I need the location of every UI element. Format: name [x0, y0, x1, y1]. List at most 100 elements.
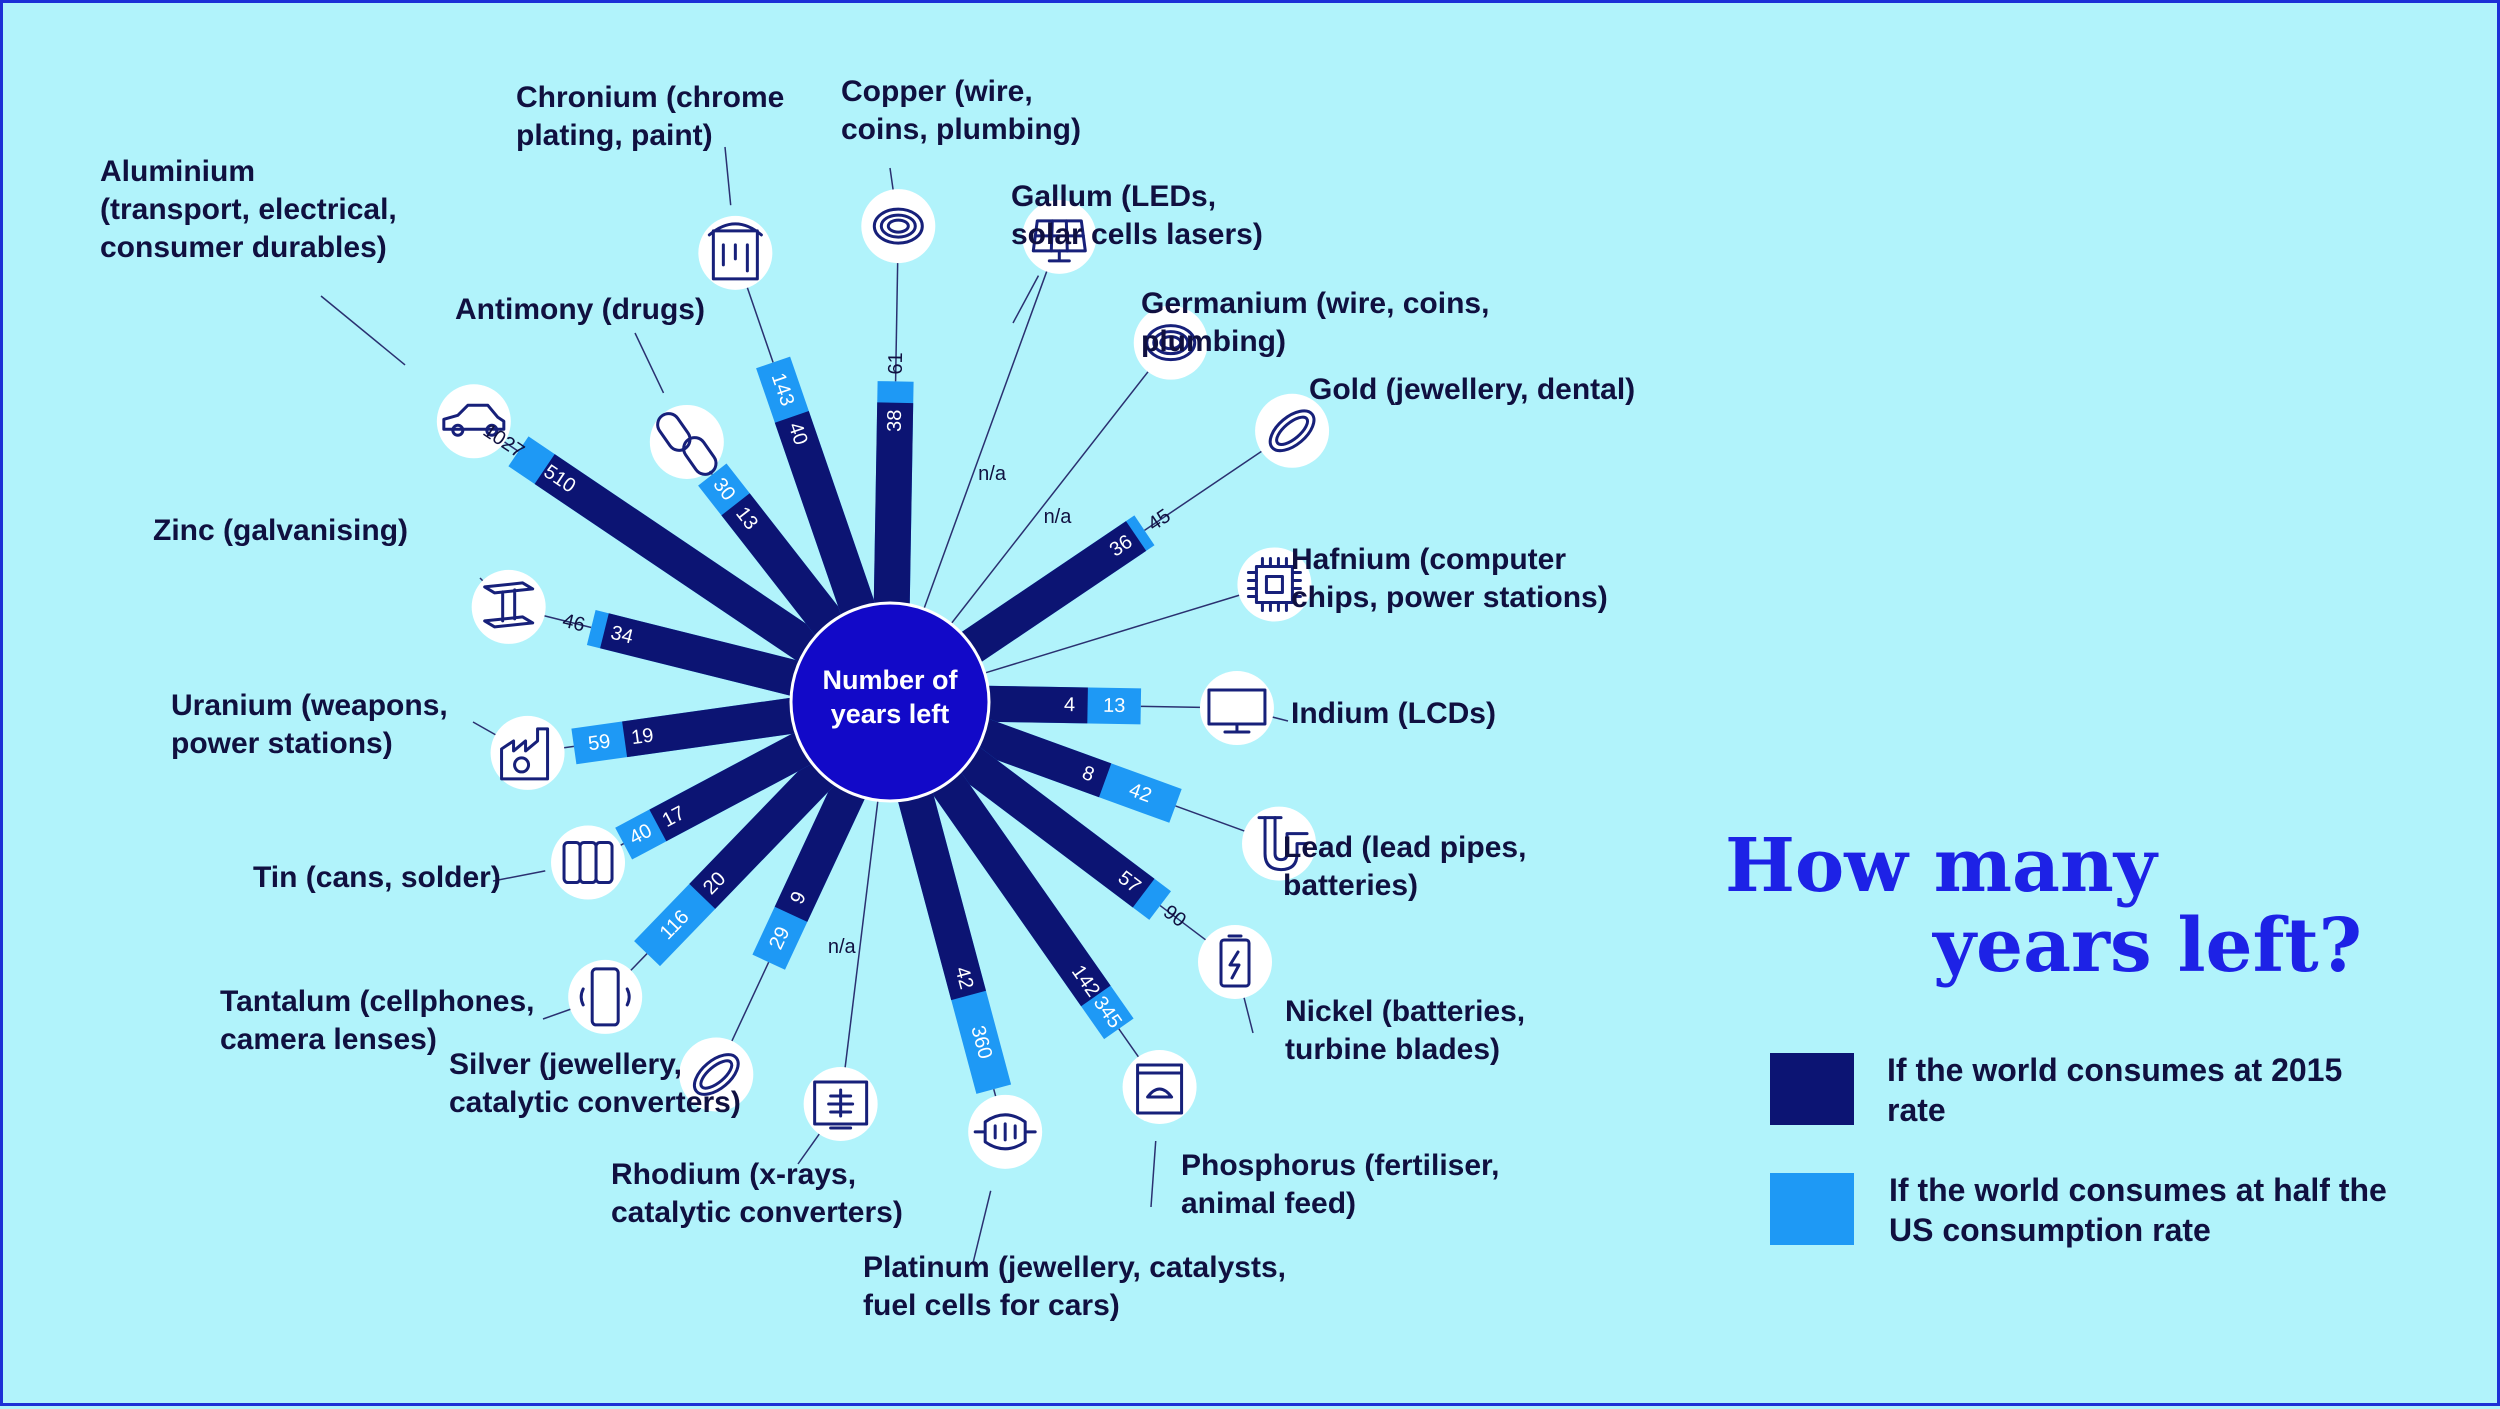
label-leader-platinum	[972, 1190, 992, 1264]
value-half-us-copper: 61	[885, 352, 907, 375]
icon-bg-indium	[1199, 671, 1274, 746]
ring-icon	[1268, 409, 1316, 453]
bar-2015-indium	[984, 685, 1088, 724]
bar-2015-platinum	[897, 789, 986, 1001]
battery-icon	[1219, 934, 1251, 988]
leader-uranium	[563, 745, 575, 749]
value-half-us-indium: 13	[1103, 695, 1126, 717]
icon-bg-copper	[861, 189, 936, 264]
bar-2015-phosphorus	[929, 769, 1111, 1007]
label-platinum: Platinum (jewellery, catalysts,fuel cell…	[863, 1251, 1286, 1322]
steel-beam-icon	[483, 581, 535, 629]
leader-phosphorus	[1118, 1028, 1140, 1058]
label-leader-rhodium	[797, 1130, 823, 1165]
label-aluminium: Aluminium(transport, electrical,consumer…	[100, 155, 397, 264]
label-leader-gallum	[1012, 275, 1040, 324]
catalyst-icon	[973, 1113, 1037, 1151]
bar-2015-copper	[873, 402, 914, 608]
ring-icon	[692, 1053, 740, 1096]
legend-swatch-2015	[1770, 1053, 1854, 1125]
leader-indium	[1140, 705, 1201, 709]
bar-2015-chronium	[774, 411, 877, 618]
bar-2015-silver	[774, 780, 867, 922]
leader-copper	[894, 262, 899, 382]
label-leader-aluminium	[320, 295, 406, 366]
legend-label-2015: If the world consumes at 2015 rate	[1887, 1052, 2343, 1128]
label-leader-nickel	[1242, 993, 1254, 1034]
bar-2015-nickel	[955, 744, 1155, 908]
icon-bg-tin	[551, 825, 626, 900]
cans-icon	[562, 841, 614, 885]
label-rhodium: Rhodium (x-rays,catalytic converters)	[611, 1158, 903, 1229]
bar-2015-tin	[649, 730, 815, 842]
label-zinc: Zinc (galvanising)	[153, 514, 408, 547]
leader-gold	[1144, 450, 1263, 531]
label-silver: Silver (jewellery,catalytic converters)	[449, 1048, 741, 1119]
leader-chronium	[746, 286, 774, 363]
value-2015-zinc: 34	[608, 622, 635, 649]
bar-2015-lead	[973, 717, 1112, 798]
label-copper: Copper (wire,coins, plumbing)	[841, 75, 1081, 146]
icon-bg-lead	[1242, 806, 1317, 881]
label-antimony: Antimony (drugs)	[455, 293, 705, 326]
bar-2015-antimony	[721, 493, 846, 639]
power-plant-icon	[500, 727, 550, 781]
label-lead: Lead (lead pipes,batteries)	[1283, 831, 1526, 902]
legend-label-half-us: If the world consumes at half the US con…	[1889, 1172, 2387, 1248]
bars	[508, 356, 1182, 1094]
coil-icon	[872, 207, 924, 245]
car-icon	[442, 403, 506, 437]
leader-germanium	[950, 370, 1150, 625]
value-2015-copper: 38	[884, 409, 906, 432]
fertiliser-bag-icon	[1136, 1063, 1184, 1115]
leader-zinc	[543, 614, 592, 629]
label-germanium: Germanium (wire, coins,plumbing)	[1141, 287, 1489, 358]
leader-lead	[1175, 805, 1246, 832]
value-2015-indium: 4	[1064, 694, 1076, 716]
pipe-icon	[1257, 816, 1309, 872]
bar-2015-aluminium	[534, 454, 822, 664]
icon-bg-germanium	[1133, 305, 1208, 380]
label-leader-antimony	[634, 332, 665, 394]
title-line-2: years left?	[1933, 903, 2363, 989]
icon-bg-tantalum	[568, 959, 643, 1034]
leader-silver	[730, 961, 770, 1043]
value-2015-uranium: 19	[630, 724, 655, 749]
label-indium: Indium (LCDs)	[1291, 697, 1496, 730]
label-leader-chronium	[724, 146, 732, 206]
label-tantalum: Tantalum (cellphones,camera lenses)	[220, 985, 535, 1056]
title-line-1: How many	[1725, 823, 2157, 909]
na-germanium: n/a	[1044, 506, 1073, 528]
coil-icon	[1145, 324, 1197, 362]
chip-icon	[1246, 556, 1302, 612]
icon-bg-nickel	[1198, 924, 1273, 999]
na-gallum: n/a	[978, 463, 1007, 485]
legend-swatch-half-us	[1770, 1173, 1854, 1245]
bar-2015-uranium	[622, 697, 799, 758]
icon-bg-phosphorus	[1122, 1050, 1197, 1125]
leader-tantalum	[629, 953, 648, 972]
na-rhodium: n/a	[828, 936, 857, 958]
phone-icon	[579, 967, 631, 1027]
leader-rhodium	[844, 800, 879, 1069]
xray-icon	[813, 1080, 869, 1130]
value-half-us-uranium: 59	[587, 730, 612, 755]
bar-2015-zinc	[600, 613, 803, 697]
bar-2015-gold	[958, 521, 1147, 664]
monitor-icon	[1207, 688, 1267, 734]
label-leader-phosphorus	[1150, 1140, 1157, 1208]
center-circle	[789, 601, 991, 803]
bar-2015-tantalum	[689, 757, 837, 909]
icon-bg-aluminium	[436, 384, 511, 459]
label-phosphorus: Phosphorus (fertiliser,animal feed)	[1181, 1149, 1499, 1220]
label-gold: Gold (jewellery, dental)	[1309, 373, 1635, 406]
value-half-us-zinc: 46	[560, 610, 587, 637]
leader-platinum	[993, 1089, 997, 1098]
value-half-us-nickel: 90	[1159, 901, 1190, 932]
label-tin: Tin (cans, solder)	[253, 861, 501, 894]
label-leader-tin	[492, 870, 546, 882]
